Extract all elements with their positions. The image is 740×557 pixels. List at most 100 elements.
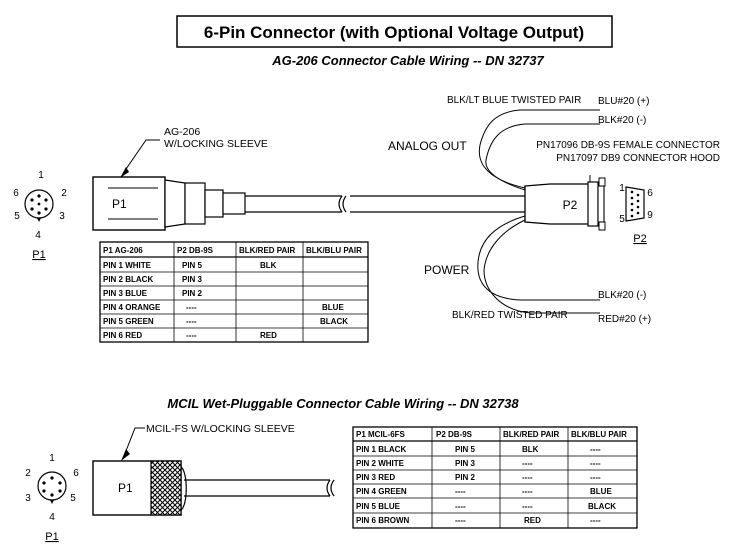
mcil-sleeve-label: MCIL-FS W/LOCKING SLEEVE xyxy=(146,423,295,435)
table1-header: BLK/RED PAIR xyxy=(239,246,296,255)
table1-header: P2 DB-9S xyxy=(177,246,214,255)
table2-cell: ---- xyxy=(522,473,533,482)
table2-cell: ---- xyxy=(522,487,533,496)
section2-heading: MCIL Wet-Pluggable Connector Cable Wirin… xyxy=(167,396,519,411)
ag206-connector xyxy=(92,176,525,231)
section2-wiring-table xyxy=(352,426,638,529)
table1-header: P1 AG-206 xyxy=(103,246,143,255)
power-label: POWER xyxy=(424,263,470,277)
table1-cell: PIN 4 ORANGE xyxy=(103,303,161,312)
table1-cell: PIN 6 RED xyxy=(103,331,142,340)
mcil-p1-label: P1 xyxy=(118,481,133,495)
table2-cell: ---- xyxy=(455,516,466,525)
p2-db9-connector xyxy=(524,175,606,231)
table1-cell: ---- xyxy=(186,303,197,312)
table2-header: BLK/RED PAIR xyxy=(503,430,560,439)
table2-cell: BLACK xyxy=(588,502,616,511)
mcil-pin-number: 1 xyxy=(49,453,55,464)
table1-cell: PIN 2 xyxy=(182,289,203,298)
p1-pin-number: 2 xyxy=(61,188,67,199)
table2-cell: ---- xyxy=(590,473,601,482)
table2-cell: ---- xyxy=(455,487,466,496)
mcil-sleeve-leader xyxy=(123,427,145,457)
p1-pin-number: 4 xyxy=(35,230,41,241)
table2-cell: PIN 4 GREEN xyxy=(356,487,407,496)
mcil-pin-number: 5 xyxy=(70,493,76,504)
sleeve-leader xyxy=(123,139,160,173)
table2-cell: PIN 2 xyxy=(455,473,476,482)
sleeve-label-1: AG-206 xyxy=(164,126,200,138)
p1-pin-face xyxy=(24,189,54,222)
table2-cell: PIN 2 WHITE xyxy=(356,459,405,468)
mcil-pin-number: 4 xyxy=(49,512,55,523)
mcil-pin-face xyxy=(37,471,67,504)
connector-note-2: PN17097 DB9 CONNECTOR HOOD xyxy=(556,153,720,164)
mcil-pin-number: 2 xyxy=(25,468,31,479)
page-title: 6-Pin Connector (with Optional Voltage O… xyxy=(204,23,584,42)
table1-cell: BLK xyxy=(260,261,277,270)
p1-pin-number: 1 xyxy=(38,170,44,181)
twisted-pair-power xyxy=(477,215,600,314)
table2-cell: BLK xyxy=(522,445,539,454)
blk-minus-top-label: BLK#20 (-) xyxy=(598,115,646,126)
table2-header: P1 MCIL-6FS xyxy=(356,430,406,439)
table2-cell: PIN 1 BLACK xyxy=(356,445,406,454)
table1-cell: PIN 3 xyxy=(182,275,203,284)
db9-face xyxy=(625,186,645,222)
red-plus-label: RED#20 (+) xyxy=(598,314,651,325)
section1-heading: AG-206 Connector Cable Wiring -- DN 3273… xyxy=(271,53,544,68)
mcil-leader-arrow xyxy=(121,449,130,461)
p1-pin-number: 6 xyxy=(13,188,19,199)
table1-cell: PIN 1 WHITE xyxy=(103,261,152,270)
db9-pin-9: 9 xyxy=(647,210,653,221)
p2-label: P2 xyxy=(563,198,578,212)
title-box xyxy=(176,15,613,48)
table1-cell: RED xyxy=(260,331,277,340)
table2-cell: ---- xyxy=(522,459,533,468)
p1-pin-number: 5 xyxy=(14,211,20,222)
mcil-pin-number: 3 xyxy=(25,493,31,504)
table2-cell: ---- xyxy=(590,445,601,454)
blk-minus-bottom-label: BLK#20 (-) xyxy=(598,290,646,301)
table1-cell: BLACK xyxy=(320,317,348,326)
blu-plus-label: BLU#20 (+) xyxy=(598,96,649,107)
table1-cell: PIN 3 BLUE xyxy=(103,289,148,298)
section1-wiring-table xyxy=(99,241,369,343)
p1-label: P1 xyxy=(112,197,127,211)
table1-cell: ---- xyxy=(186,317,197,326)
table2-cell: PIN 3 xyxy=(455,459,476,468)
table2-cell: PIN 3 RED xyxy=(356,473,395,482)
red-pair-label: BLK/RED TWISTED PAIR xyxy=(452,310,568,321)
p1-pin-number: 3 xyxy=(59,211,65,222)
table2-cell: BLUE xyxy=(590,487,612,496)
leader-arrow xyxy=(120,167,129,178)
db9-pin-6: 6 xyxy=(647,188,653,199)
table1-cell: BLUE xyxy=(322,303,344,312)
blu-pair-label: BLK/LT BLUE TWISTED PAIR xyxy=(447,95,581,106)
table2-cell: ---- xyxy=(590,459,601,468)
table1-cell: PIN 5 xyxy=(182,261,203,270)
twisted-pair-analog xyxy=(478,109,600,191)
table1-cell: ---- xyxy=(186,331,197,340)
mcil-connector xyxy=(92,460,335,516)
p2-caption: P2 xyxy=(633,233,646,245)
table2-cell: PIN 5 BLUE xyxy=(356,502,401,511)
sleeve-label-2: W/LOCKING SLEEVE xyxy=(164,138,268,150)
mcil-p1-caption: P1 xyxy=(45,531,58,543)
db9-pin-5: 5 xyxy=(619,214,625,225)
connector-note-1: PN17096 DB-9S FEMALE CONNECTOR xyxy=(536,140,720,151)
table2-cell: ---- xyxy=(455,502,466,511)
db9-pin-1: 1 xyxy=(619,183,625,194)
table2-cell: ---- xyxy=(590,516,601,525)
table2-header: P2 DB-9S xyxy=(436,430,473,439)
table1-cell: PIN 2 BLACK xyxy=(103,275,153,284)
table2-cell: PIN 6 BROWN xyxy=(356,516,410,525)
table2-cell: RED xyxy=(524,516,541,525)
mcil-pin-number: 6 xyxy=(73,468,79,479)
table1-header: BLK/BLU PAIR xyxy=(306,246,362,255)
p1-caption: P1 xyxy=(32,249,45,261)
table2-header: BLK/BLU PAIR xyxy=(571,430,627,439)
table1-cell: PIN 5 GREEN xyxy=(103,317,154,326)
analog-out-label: ANALOG OUT xyxy=(388,139,467,153)
